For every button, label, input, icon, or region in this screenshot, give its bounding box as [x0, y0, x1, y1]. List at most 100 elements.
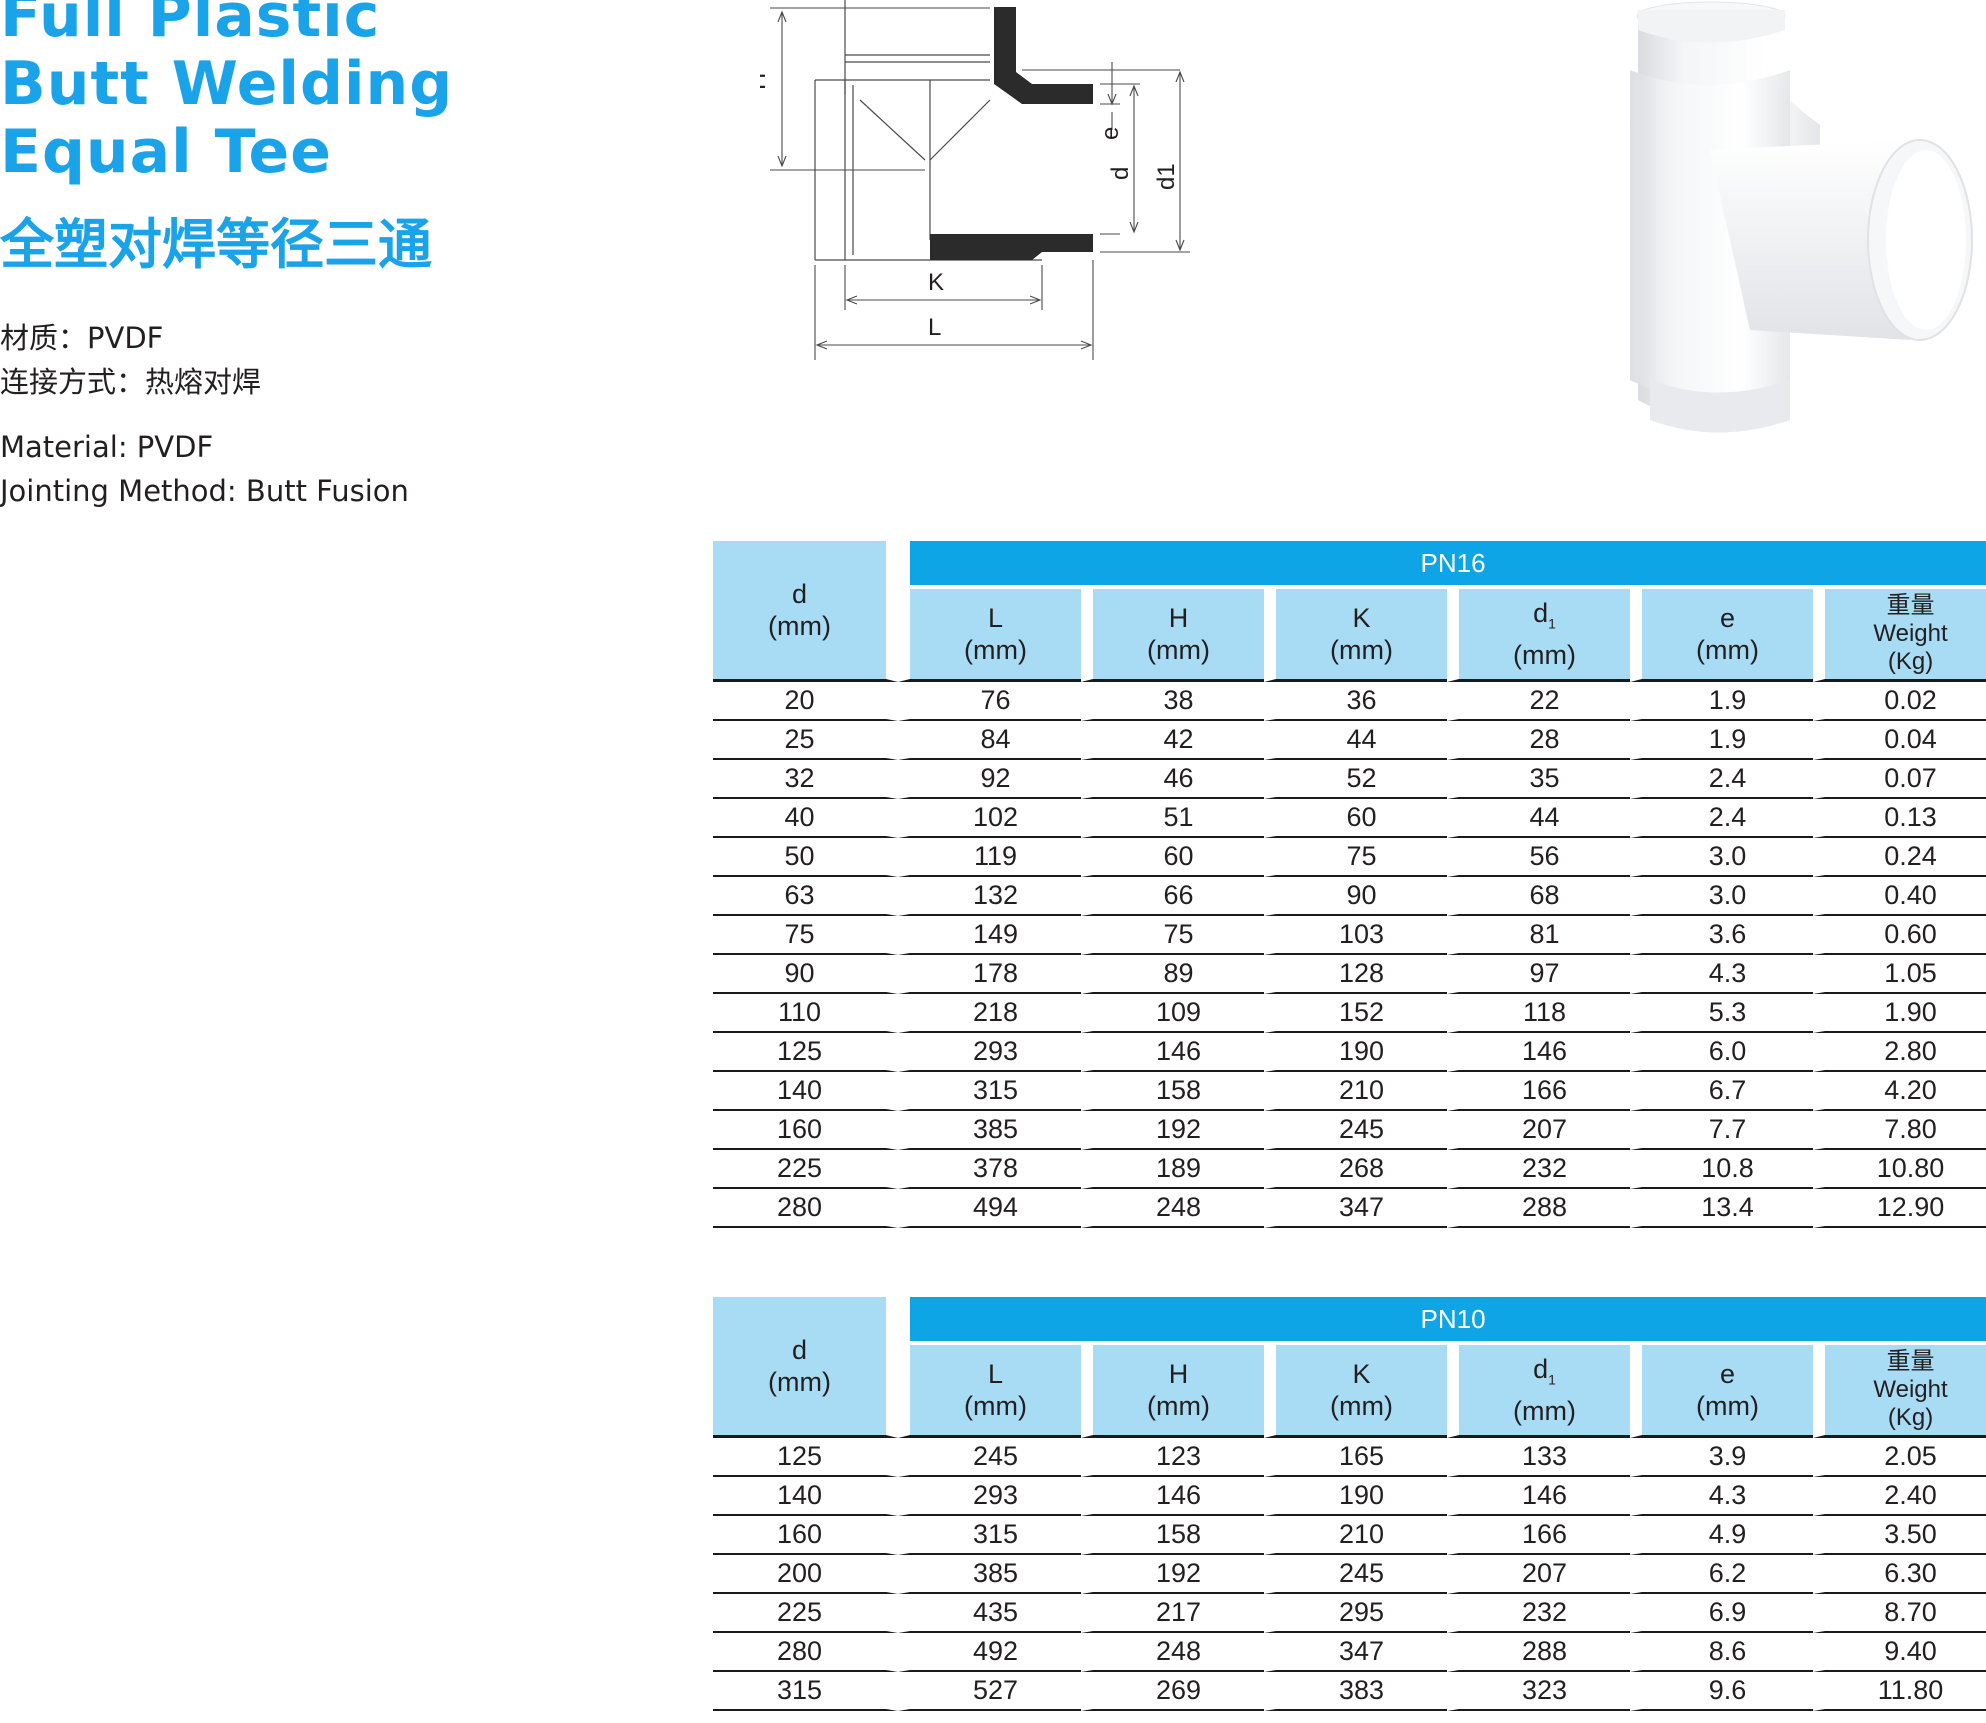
cell-d: 280	[713, 1633, 898, 1672]
cell-K: 103	[1264, 916, 1447, 955]
title-chinese: 全塑对焊等径三通	[0, 213, 432, 276]
cell-K: 245	[1264, 1555, 1447, 1594]
cell-K: 52	[1264, 760, 1447, 799]
cell-weight: 11.80	[1813, 1672, 1986, 1711]
cell-K: 60	[1264, 799, 1447, 838]
cell-d: 75	[713, 916, 898, 955]
label-L: L	[928, 314, 941, 341]
cell-L: 84	[898, 721, 1081, 760]
cell-K: 36	[1264, 682, 1447, 721]
cell-d1: 166	[1447, 1072, 1630, 1111]
title-line-2: Butt Welding	[0, 49, 454, 119]
header-d-unit: (mm)	[768, 1367, 831, 1397]
cell-d: 90	[713, 955, 898, 994]
cell-L: 492	[898, 1633, 1081, 1672]
cell-H: 269	[1081, 1672, 1264, 1711]
cell-L: 245	[898, 1438, 1081, 1477]
cell-e: 1.9	[1630, 721, 1813, 760]
cell-d1: 146	[1447, 1477, 1630, 1516]
cell-d: 200	[713, 1555, 898, 1594]
cell-d1: 288	[1447, 1189, 1630, 1228]
cell-H: 158	[1081, 1516, 1264, 1555]
cell-K: 210	[1264, 1516, 1447, 1555]
cell-weight: 8.70	[1813, 1594, 1986, 1633]
cell-H: 60	[1081, 838, 1264, 877]
cell-K: 128	[1264, 955, 1447, 994]
cell-e: 5.3	[1630, 994, 1813, 1033]
cell-K: 347	[1264, 1633, 1447, 1672]
dimension-drawing: H e d d1 K L	[760, 0, 1190, 360]
cell-d1: 146	[1447, 1033, 1630, 1072]
cell-H: 146	[1081, 1477, 1264, 1516]
cell-d1: 207	[1447, 1111, 1630, 1150]
header-d: d (mm)	[713, 1297, 898, 1438]
pn16-table: d (mm) PN16 L(mm) H(mm) K(mm) d1(mm) e(m…	[713, 541, 1986, 1228]
cell-K: 190	[1264, 1033, 1447, 1072]
header-d: d (mm)	[713, 541, 898, 682]
title-line-1: Full Plastic	[0, 0, 381, 51]
cell-e: 9.6	[1630, 1672, 1813, 1711]
cell-L: 293	[898, 1477, 1081, 1516]
cell-L: 119	[898, 838, 1081, 877]
pn10-table: d (mm) PN10 L(mm) H(mm) K(mm) d1(mm) e(m…	[713, 1297, 1986, 1711]
cell-H: 75	[1081, 916, 1264, 955]
cell-weight: 0.24	[1813, 838, 1986, 877]
cell-d1: 35	[1447, 760, 1630, 799]
cell-weight: 2.40	[1813, 1477, 1986, 1516]
cell-K: 75	[1264, 838, 1447, 877]
cell-weight: 10.80	[1813, 1150, 1986, 1189]
cell-L: 132	[898, 877, 1081, 916]
cell-d: 25	[713, 721, 898, 760]
cell-H: 38	[1081, 682, 1264, 721]
cell-d1: 207	[1447, 1555, 1630, 1594]
cell-d1: 56	[1447, 838, 1630, 877]
cell-d: 50	[713, 838, 898, 877]
cell-e: 10.8	[1630, 1150, 1813, 1189]
cell-e: 3.0	[1630, 838, 1813, 877]
cell-d: 125	[713, 1438, 898, 1477]
cell-d1: 97	[1447, 955, 1630, 994]
cell-L: 218	[898, 994, 1081, 1033]
cell-H: 51	[1081, 799, 1264, 838]
cell-d: 160	[713, 1516, 898, 1555]
cell-d: 225	[713, 1150, 898, 1189]
cell-L: 385	[898, 1111, 1081, 1150]
cell-d: 32	[713, 760, 898, 799]
cell-L: 378	[898, 1150, 1081, 1189]
cell-H: 66	[1081, 877, 1264, 916]
cell-weight: 2.80	[1813, 1033, 1986, 1072]
spec-chinese: 材质：PVDF 连接方式：热熔对焊	[0, 316, 261, 404]
dimension-lines	[770, 7, 1190, 360]
cell-e: 6.2	[1630, 1555, 1813, 1594]
cell-L: 315	[898, 1516, 1081, 1555]
cell-d1: 133	[1447, 1438, 1630, 1477]
cell-e: 4.9	[1630, 1516, 1813, 1555]
cell-K: 90	[1264, 877, 1447, 916]
cell-d: 140	[713, 1477, 898, 1516]
cell-e: 3.6	[1630, 916, 1813, 955]
label-e: e	[1097, 127, 1124, 140]
cell-weight: 4.20	[1813, 1072, 1986, 1111]
cell-K: 152	[1264, 994, 1447, 1033]
header-H: H(mm)	[1081, 589, 1264, 682]
header-K: K(mm)	[1264, 589, 1447, 682]
cell-d: 20	[713, 682, 898, 721]
cell-L: 293	[898, 1033, 1081, 1072]
pressure-band: PN16	[898, 541, 1986, 589]
material-cn: 材质：PVDF	[0, 321, 164, 355]
cell-e: 4.3	[1630, 1477, 1813, 1516]
cell-H: 248	[1081, 1633, 1264, 1672]
header-L: L(mm)	[898, 1345, 1081, 1438]
